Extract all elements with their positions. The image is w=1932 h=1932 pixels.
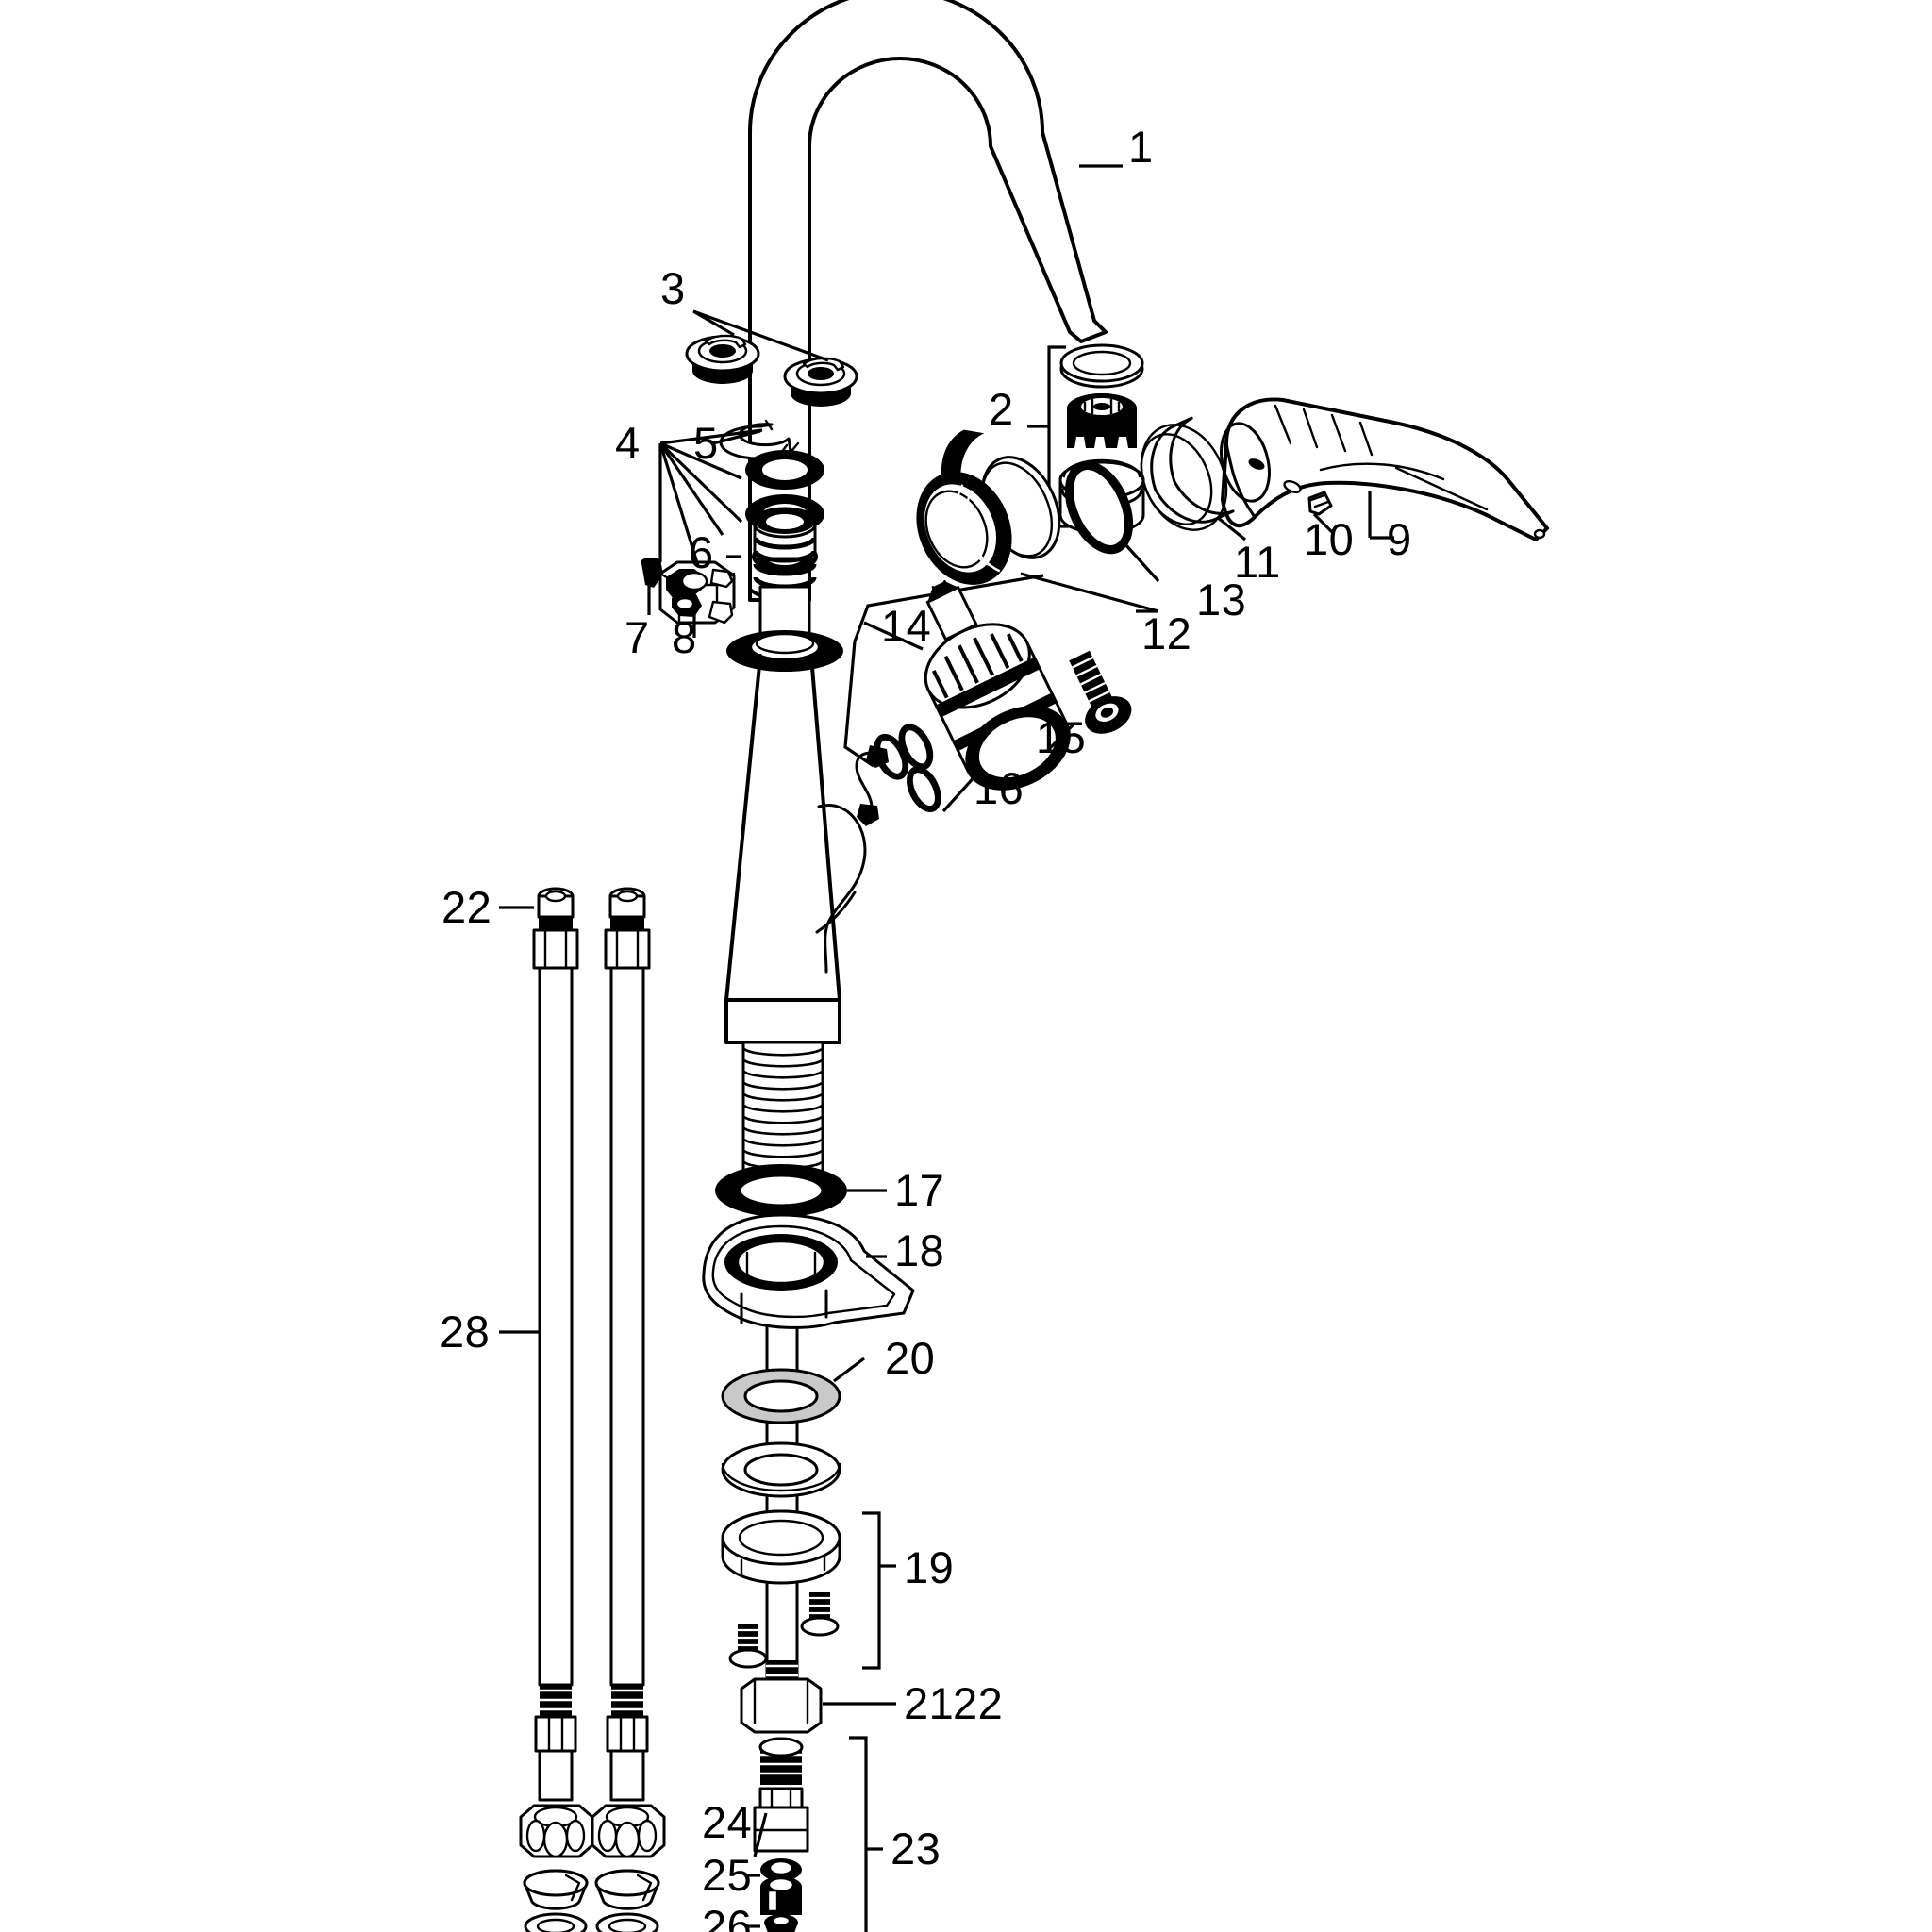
callout-23[interactable]: 23 [891,1824,941,1874]
callout-14[interactable]: 14 [881,601,932,651]
callout-5[interactable]: 5 [693,418,719,468]
callout-20[interactable]: 20 [885,1333,936,1383]
part-cartridge-o-ring [916,429,1159,613]
callout-2[interactable]: 2 [989,384,1014,434]
part-base-gasket [715,1164,887,1217]
part-handle-collar-ring [1140,416,1246,541]
callout-12[interactable]: 12 [1141,608,1192,658]
callout-8[interactable]: 8 [672,612,697,662]
part-ball-joint-bushings [685,309,858,407]
callout-22-right[interactable]: 22 [953,1678,1004,1728]
fixing-screw-right [800,1592,840,1637]
fixing-screw-left [728,1624,768,1669]
callout-19[interactable]: 19 [904,1542,955,1592]
callout-25[interactable]: 25 [702,1850,753,1900]
callout-13[interactable]: 13 [1196,575,1247,625]
callout-24[interactable]: 24 [702,1797,753,1847]
part-flexible-hose-right [591,887,666,1932]
bushing-left [685,334,760,384]
callout-22-left[interactable]: 22 [441,882,492,932]
part-fixing-set [721,1441,896,1670]
part-handle-set-screw [1307,491,1336,536]
part-seal-retainer-hook [855,745,889,826]
part-cartridge-seals [874,724,979,813]
callout-18[interactable]: 18 [894,1225,945,1275]
valve-body-part [760,1876,802,1915]
part-lever-handle [1220,397,1549,541]
leader-4-fan [658,428,763,567]
callout-11[interactable]: 11 [1234,537,1281,587]
callout-6[interactable]: 6 [689,527,714,577]
part-grub-screw [641,558,663,615]
callout-9[interactable]: 9 [1387,514,1412,564]
part-cartridge [843,574,1071,791]
callout-26[interactable]: 26 [702,1901,753,1932]
cartridge-threaded-cap [916,429,1012,585]
body-collar-ring [726,630,843,672]
bushing-right [783,357,858,407]
valve-sleeve-part [760,1858,802,1881]
part-spout-locking-block [658,560,736,638]
part-check-valve-assembly [745,1736,883,1932]
part-cartridge-cap-nut [1064,460,1160,583]
aerator-mesh-insert [1067,393,1137,448]
callout-1[interactable]: 1 [1128,122,1154,172]
callout-16[interactable]: 16 [974,763,1024,813]
aerator-gasket-ring [1059,343,1144,389]
callout-7[interactable]: 7 [625,612,650,662]
callout-4[interactable]: 4 [615,418,641,468]
callout-28[interactable]: 28 [440,1307,491,1357]
part-metal-washer [721,1357,865,1424]
callout-21[interactable]: 21 [904,1678,955,1728]
callout-10[interactable]: 10 [1304,514,1355,564]
part-cartridge-fixing-screw [1047,650,1132,751]
part-base-plate [702,1213,915,1329]
callout-17[interactable]: 17 [894,1165,945,1215]
valve-cone-part [764,1914,798,1932]
part-flexible-hose-left [519,887,594,1932]
callout-3[interactable]: 3 [660,263,686,313]
body-neck-thread [753,507,817,645]
callout-15[interactable]: 15 [1036,712,1087,762]
part-fixing-nut [740,1660,896,1734]
